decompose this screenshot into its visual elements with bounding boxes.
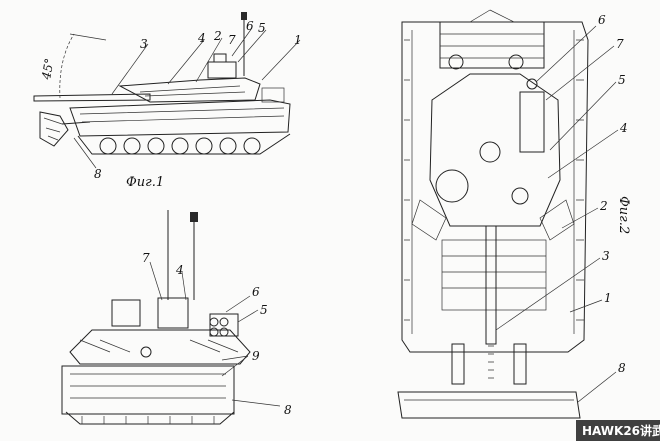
fig1-label-6: 6 <box>246 19 254 33</box>
front-glacis <box>441 239 547 311</box>
main-gun-barrel <box>33 93 151 102</box>
gunner-hatch <box>435 169 469 203</box>
watermark-badge: HAWK26讲武堂 <box>576 420 660 441</box>
fig1-label-8: 8 <box>94 167 102 181</box>
fig1-caption: Фиг.1 <box>126 175 164 190</box>
elevation-arc <box>59 33 75 99</box>
front-label-4: 4 <box>175 263 184 277</box>
fig2-label-2: 2 <box>599 199 608 213</box>
front-label-6: 6 <box>252 285 260 299</box>
turret-armor-lines <box>139 85 246 97</box>
plow-arm <box>61 121 91 125</box>
fig1-label-3: 3 <box>140 37 148 51</box>
top-turret <box>429 73 561 227</box>
fig2-label-5: 5 <box>618 73 626 87</box>
turret-sensor <box>511 187 529 205</box>
side-skirt-lines <box>79 107 285 123</box>
commander-hatch <box>479 141 501 163</box>
commander-station <box>111 299 141 327</box>
left-fender-ticks <box>404 39 410 321</box>
front-label-5: 5 <box>260 303 268 317</box>
smoke-grenade-cluster <box>209 317 229 337</box>
front-hull-lines <box>70 373 226 399</box>
commander-sight-box <box>207 61 237 79</box>
roof-sensor-top <box>526 78 538 90</box>
fig2-label-6: 6 <box>598 13 606 27</box>
roof-sensor <box>213 53 227 63</box>
front-turret <box>69 329 251 365</box>
antenna-tip <box>241 12 247 20</box>
gun-muzzle <box>140 346 152 358</box>
side-view-tank: 45° 1 2 3 4 5 6 7 8 Фиг.1 <box>33 12 302 190</box>
side-turret <box>118 77 261 103</box>
rear-fan-left <box>448 54 464 70</box>
track-lower <box>77 133 291 155</box>
front-label-9: 9 <box>252 349 260 363</box>
fig2-label-3: 3 <box>602 249 610 263</box>
front-leader-lines <box>149 261 281 407</box>
fig1-label-5: 5 <box>258 21 266 35</box>
plow-arm-right <box>513 343 527 385</box>
plow-arm-left <box>451 343 465 385</box>
side-launcher <box>209 313 239 337</box>
fig2-label-7: 7 <box>616 37 624 51</box>
mast-sensor-head <box>190 212 198 222</box>
roof-module-top <box>519 91 545 153</box>
front-plow-teeth <box>81 416 215 424</box>
plow-teeth <box>43 117 63 141</box>
front-hull <box>61 365 235 415</box>
fig2-label-4: 4 <box>619 121 628 135</box>
glacis-lines <box>442 255 546 289</box>
fig1-label-1: 1 <box>294 33 302 47</box>
top-gun-barrel <box>485 225 497 345</box>
fig1-label-4: 4 <box>197 31 206 45</box>
rear-stowage <box>261 87 285 103</box>
side-hull <box>69 99 291 137</box>
top-view-tank: 6 7 5 4 2 3 1 8 Фиг.2 <box>397 9 631 419</box>
mine-plow-blade <box>39 111 69 147</box>
fig2-leader-lines <box>469 9 619 403</box>
road-wheels <box>99 137 261 155</box>
right-fender-ticks <box>576 39 584 321</box>
watermark-text: HAWK26讲武堂 <box>582 423 660 438</box>
fig1-leader-lines <box>73 27 301 169</box>
turret-roof-module <box>157 297 189 329</box>
turret-era-blocks <box>411 199 575 241</box>
angle-label: 45° <box>39 57 57 81</box>
elevation-ref-line <box>69 33 107 41</box>
rear-fan-right <box>508 54 524 70</box>
engine-grille <box>440 33 544 59</box>
fig2-label-8: 8 <box>618 361 626 375</box>
top-hull-outline <box>401 21 589 353</box>
era-chevrons <box>79 339 239 353</box>
track-guard-lines <box>411 30 575 334</box>
fig2-caption: Фиг.2 <box>616 196 631 234</box>
barrel-dash <box>488 345 494 379</box>
fig1-label-7: 7 <box>228 33 236 47</box>
watermark-bg <box>576 420 660 441</box>
front-label-7: 7 <box>142 251 150 265</box>
top-plow-blade <box>397 391 581 419</box>
engine-deck <box>439 21 545 69</box>
fig2-label-1: 1 <box>604 291 612 305</box>
fig1-label-2: 2 <box>213 29 222 43</box>
front-view-tank: 7 4 6 5 9 8 <box>61 210 292 425</box>
front-label-8: 8 <box>284 403 292 417</box>
front-plow <box>65 411 235 425</box>
